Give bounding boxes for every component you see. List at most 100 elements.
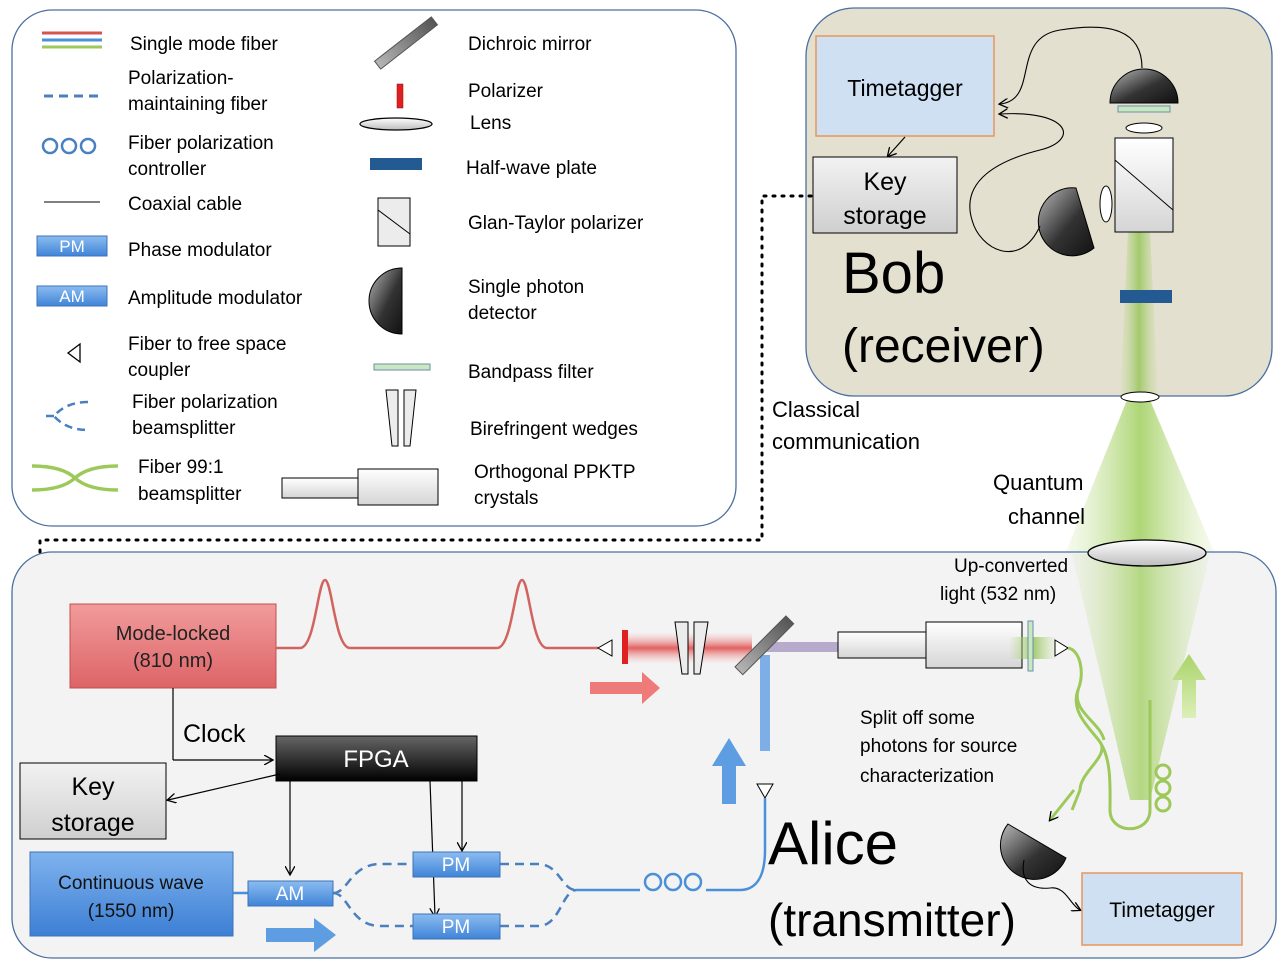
bob-cable-side [969, 114, 1064, 253]
phase-modulator-icon: PM [36, 235, 108, 257]
red-coupler [596, 639, 613, 657]
alice-dichroic-mirror [734, 615, 795, 676]
split-label-2: photons for source [860, 736, 1017, 757]
fiber-99-1-bs-icon [31, 464, 119, 492]
legend-lens-label: Lens [470, 113, 511, 134]
alice-title: Alice [768, 810, 898, 877]
legend-f99-label-2: beamsplitter [138, 484, 242, 505]
alice-timetagger-label: Timetagger [1109, 899, 1214, 922]
green-up-arrow [1172, 654, 1206, 718]
green-fiber-to-detector [1050, 789, 1076, 820]
red-fiber-pulses [276, 578, 598, 650]
legend-panel [11, 9, 737, 527]
legend-pm-fiber-label-1: Polarization- [128, 68, 234, 89]
red-right-arrow [590, 672, 660, 704]
blue-up-arrow [712, 738, 746, 804]
bob-timetagger [815, 35, 995, 137]
legend-hwp-label: Half-wave plate [466, 158, 597, 179]
pm-fiber-interferometer [332, 862, 577, 928]
legend-wedges-label: Birefringent wedges [470, 419, 638, 440]
split-label-3: characterization [860, 766, 994, 787]
cw-laser [29, 851, 234, 937]
bob-key-label-2: storage [843, 202, 926, 230]
upconverted-label-2: light (532 nm) [940, 584, 1056, 605]
legend-coax-label: Coaxial cable [128, 194, 242, 215]
svg-text:AM: AM [59, 287, 85, 306]
blue-right-arrow [266, 918, 336, 952]
birefringent-wedges [674, 621, 709, 675]
classical-label-1: Classical [772, 397, 860, 422]
laser-label-2: (810 nm) [133, 650, 213, 672]
alice-output-lens [1087, 539, 1207, 567]
bob-side-lens [1099, 185, 1113, 223]
legend-ppktp-label-2: crystals [474, 488, 538, 509]
red-beam [628, 632, 752, 664]
ppktp-crystal-2 [925, 621, 1023, 669]
alice-detector [999, 823, 1067, 880]
legend-fpc-label-2: controller [128, 159, 207, 180]
bob-glan-taylor [1114, 137, 1174, 233]
legend-glan-label: Glan-Taylor polarizer [468, 213, 644, 234]
green-fiber-branch [1075, 689, 1106, 741]
green-coupler [1054, 639, 1069, 657]
cw-label-1: Continuous wave [58, 873, 204, 894]
cw-label-2: (1550 nm) [88, 901, 175, 922]
pm-top-box [412, 851, 501, 878]
ppktp-crystals-icon [281, 468, 439, 506]
legend-f99-label-1: Fiber 99:1 [138, 457, 224, 478]
fpga-to-key-arrow [168, 773, 281, 800]
fpga-to-pm-bottom-line [429, 780, 435, 916]
legend-dichroic-label: Dichroic mirror [468, 34, 592, 55]
legend-spd-label-2: detector [468, 303, 537, 324]
fiber-polarization-controller-icon [41, 137, 97, 155]
bob-title: Bob [842, 241, 945, 306]
legend-phase-mod-label: Phase modulator [128, 240, 272, 261]
blue-coupler [756, 783, 774, 800]
quantum-label-2: channel [1008, 504, 1085, 529]
legend-coupler-label-2: coupler [128, 360, 191, 381]
alice-bandpass-filter [1027, 620, 1034, 672]
legend-amp-mod-label: Amplitude modulator [128, 288, 303, 309]
bob-side-detector [1037, 187, 1095, 257]
bob-timetagger-to-key-arrow [888, 136, 906, 156]
classical-label-2: communication [772, 429, 920, 454]
legend-fpbs-label-2: beamsplitter [132, 418, 236, 439]
single-photon-detector-icon [368, 267, 403, 335]
bandpass-filter-icon [373, 363, 431, 371]
fpga-label: FPGA [343, 746, 408, 773]
bob-key-label-1: Key [863, 168, 907, 196]
legend-bandpass-label: Bandpass filter [468, 362, 594, 383]
red-polarizer [622, 630, 628, 664]
blue-fiber-polarization-controller [643, 872, 703, 892]
mode-locked-laser [69, 603, 277, 689]
pm-bottom-box [412, 913, 501, 940]
blue-fiber-output [576, 798, 767, 892]
alice-key-label-2: storage [51, 809, 134, 837]
lens-icon [359, 117, 433, 131]
pm-top-label: PM [442, 855, 471, 876]
am-label: AM [276, 884, 305, 905]
quantum-channel-beam [1065, 400, 1215, 554]
blue-beam [760, 655, 770, 751]
legend-coupler-label-1: Fiber to free space [128, 334, 286, 355]
quantum-label-1: Quantum [993, 470, 1084, 495]
legend-single-mode-fiber-label: Single mode fiber [130, 34, 279, 55]
legend-pm-fiber-label-2: maintaining fiber [128, 94, 268, 115]
green-fiber-polarization-controller [1154, 763, 1172, 813]
bob-subtitle: (receiver) [842, 320, 1045, 373]
bob-green-beam [1120, 232, 1158, 396]
bob-hwp [1120, 290, 1172, 303]
alice-green-cone [1072, 554, 1210, 800]
split-label-1: Split off some [860, 708, 975, 729]
legend-spd-label-1: Single photon [468, 277, 584, 298]
legend-fpbs-label-1: Fiber polarization [132, 392, 278, 413]
alice-key-label-1: Key [71, 773, 115, 801]
legend-polarizer-label: Polarizer [468, 81, 544, 102]
polarizer-icon [396, 83, 404, 109]
fiber-coupler-icon [66, 342, 81, 364]
dichroic-mirror-icon [373, 16, 439, 70]
amplitude-modulator-icon: AM [36, 285, 108, 307]
bob-top-filter [1117, 105, 1171, 113]
bob-timetagger-label: Timetagger [847, 75, 963, 101]
